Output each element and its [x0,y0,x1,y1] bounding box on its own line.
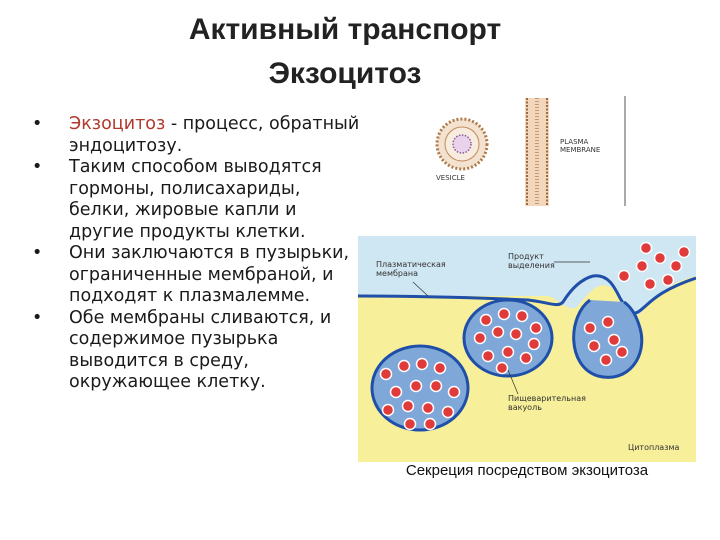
granule-icon [389,385,403,399]
granule-icon [447,385,461,399]
granule-icon [401,399,415,413]
bullet-item: • Таким способом выводятся гормоны, поли… [32,157,362,243]
granule-icon [587,339,601,353]
plasma-membrane-line [358,274,696,315]
granule-icon [601,315,615,329]
bullet-dot: • [32,114,43,134]
bullet-text: - процесс, обратный эндоцитозу. [69,114,360,156]
granule-icon [473,331,487,345]
extracellular-area [358,236,696,315]
granule-icon [421,401,435,415]
vacuole-label: Пищеварительная вакуоль [508,394,586,412]
secretion-granules [379,241,691,431]
granule-icon [433,361,447,375]
bullet-item: • Экзоцитоз - процесс, обратный эндоцито… [32,114,362,157]
granule-icon [501,345,515,359]
granule-icon [527,337,541,351]
granule-icon [495,361,509,375]
granule-icon [607,333,621,347]
granule-icon [661,273,675,287]
granule-icon [397,359,411,373]
exocytosis-figure: Плазматическая мембрана Продукт выделени… [358,236,696,462]
granule-icon [491,325,505,339]
title-line-2: Экзоцитоз [268,57,422,90]
bullet-item: • Обе мембраны сливаются, и содержимое п… [32,308,362,394]
granule-icon [615,345,629,359]
bullet-item: • Они заключаются в пузырьки, ограниченн… [32,243,362,308]
granule-icon [379,367,393,381]
granule-icon [643,277,657,291]
bullet-text: Они заключаются в пузырьки, ограниченные… [69,243,350,306]
granule-icon [415,357,429,371]
granule-icon [509,327,523,341]
bullet-text: Таким способом выводятся гормоны, полиса… [69,157,322,242]
granule-icon [653,251,667,265]
granule-icon [677,245,691,259]
membrane-label: Плазматическая мембрана [376,260,446,278]
cytoplasm-label: Цитоплазма [628,443,680,452]
bullet-dot: • [32,307,43,328]
figure-caption: Секреция посредством экзоцитоза [405,462,649,479]
granule-icon [403,417,417,431]
granule-icon [409,379,423,393]
granule-icon [429,379,443,393]
granule-icon [635,259,649,273]
page-title: Активный транспорт Экзоцитоз [0,8,690,96]
granule-icon [617,269,631,283]
fusing-vesicle [572,298,644,379]
granule-icon [497,307,511,321]
plasma-membrane-strip [525,98,549,206]
bullet-term: Экзоцитоз [69,114,166,134]
product-label: Продукт выделения [508,252,555,270]
bullet-text: Обе мембраны сливаются, и содержимое пуз… [69,307,332,393]
vesicle-label: VESICLE [436,174,465,182]
plasma-membrane-label: PLASMA MEMBRANE [560,138,601,154]
granule-icon [599,353,613,367]
granule-icon [423,417,437,431]
granule-icon [381,403,395,417]
bullet-list: • Экзоцитоз - процесс, обратный эндоцито… [32,114,362,394]
granule-icon [519,351,533,365]
bullet-dot: • [32,243,43,263]
vesicle-membrane-figure: VESICLE PLASMA MEMBRANE [432,96,626,206]
granule-icon [639,241,653,255]
granule-icon [479,313,493,327]
granule-icon [529,321,543,335]
granule-icon [583,321,597,335]
granule-icon [441,405,455,419]
granule-icon [669,259,683,273]
granule-icon [481,349,495,363]
vesicle-icon [435,117,489,171]
bullet-dot: • [32,157,43,177]
granule-icon [515,309,529,323]
title-line-1: Активный транспорт [188,13,502,46]
